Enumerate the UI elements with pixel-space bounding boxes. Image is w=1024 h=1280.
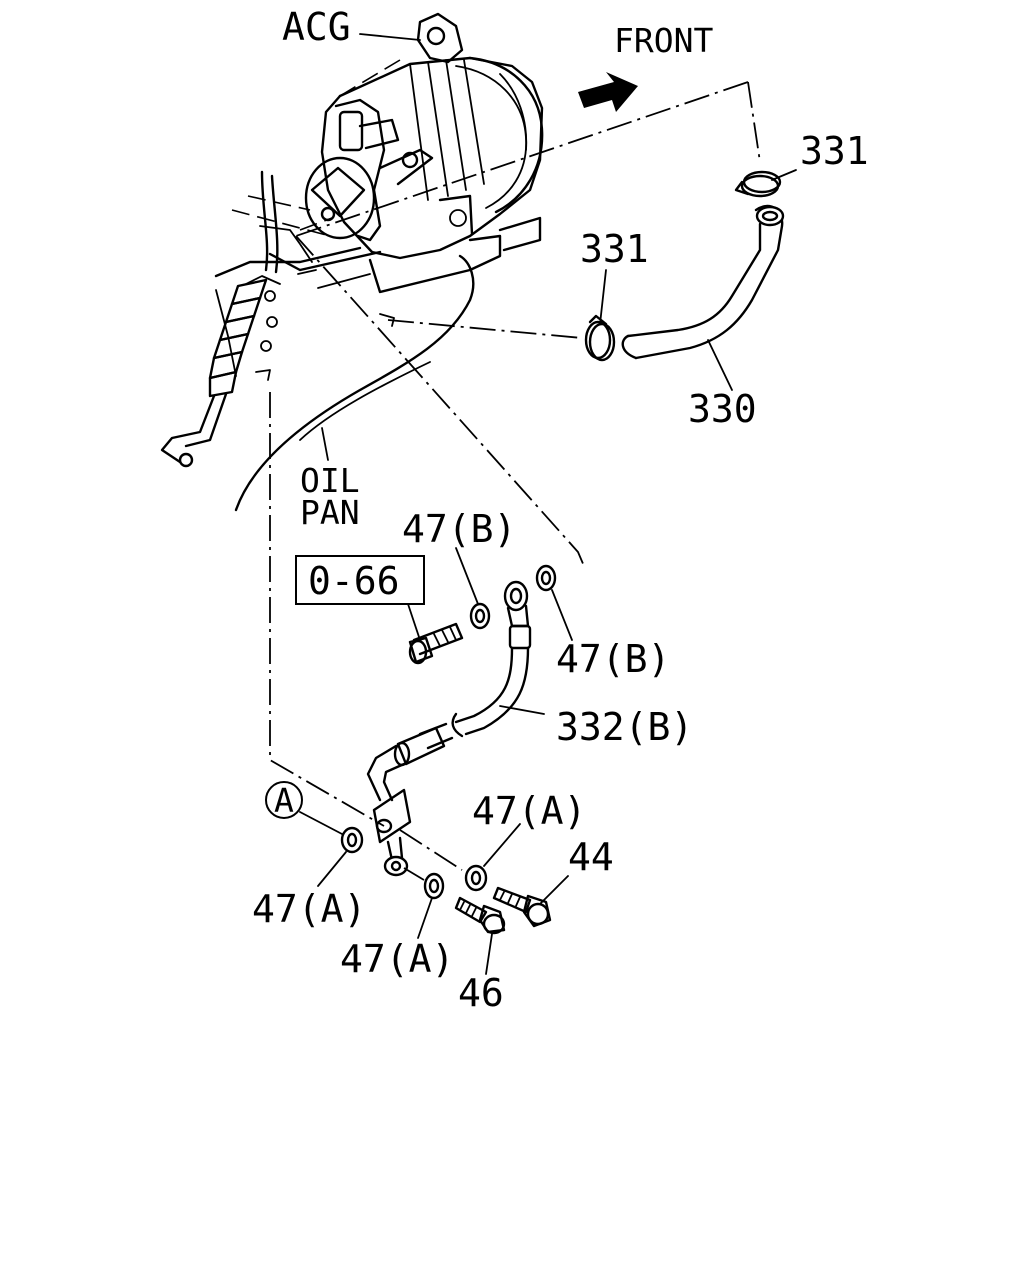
washer-47b-right-drawing xyxy=(535,564,557,592)
pipe-332b-drawing xyxy=(366,580,532,877)
label-pan: PAN xyxy=(300,493,360,532)
label-44: 44 xyxy=(568,835,614,879)
bolt-0-66-drawing xyxy=(408,622,464,665)
label-47b-left: 47(B) xyxy=(402,507,516,551)
washer-47a-lower-drawing xyxy=(423,872,445,900)
washer-47b-left-drawing xyxy=(469,602,491,630)
reference-lines xyxy=(269,81,761,881)
label-oil: OIL xyxy=(300,461,360,500)
label-47a-upper: 47(A) xyxy=(472,789,586,833)
label-ref-box: 0-66 xyxy=(308,559,400,603)
engine-block-drawing xyxy=(214,195,475,512)
label-330: 330 xyxy=(688,387,757,431)
label-front: FRONT xyxy=(614,21,713,60)
label-331-lower: 331 xyxy=(580,227,649,271)
clamp-331-upper-drawing xyxy=(734,170,782,198)
dipstick-tube-drawing xyxy=(160,170,279,468)
label-332b: 332(B) xyxy=(556,705,693,749)
alternator-drawing xyxy=(299,12,544,294)
clamp-331-lower-drawing xyxy=(584,314,616,362)
leader-lines xyxy=(317,33,797,975)
label-47a-lower: 47(A) xyxy=(340,937,454,981)
label-331-upper: 331 xyxy=(800,129,869,173)
front-arrow-icon xyxy=(578,72,638,112)
circle-a-marker xyxy=(265,781,303,819)
label-47a-left: 47(A) xyxy=(252,887,366,931)
washer-47a-upper-drawing xyxy=(464,864,488,892)
label-acg: ACG xyxy=(282,5,351,49)
washer-47a-left-drawing xyxy=(340,826,364,854)
bolt-46-drawing xyxy=(454,896,506,935)
label-46: 46 xyxy=(458,971,504,1015)
label-47b-right: 47(B) xyxy=(556,637,670,681)
label-circle-a: A xyxy=(274,781,294,820)
ref-box-frame xyxy=(295,555,425,605)
